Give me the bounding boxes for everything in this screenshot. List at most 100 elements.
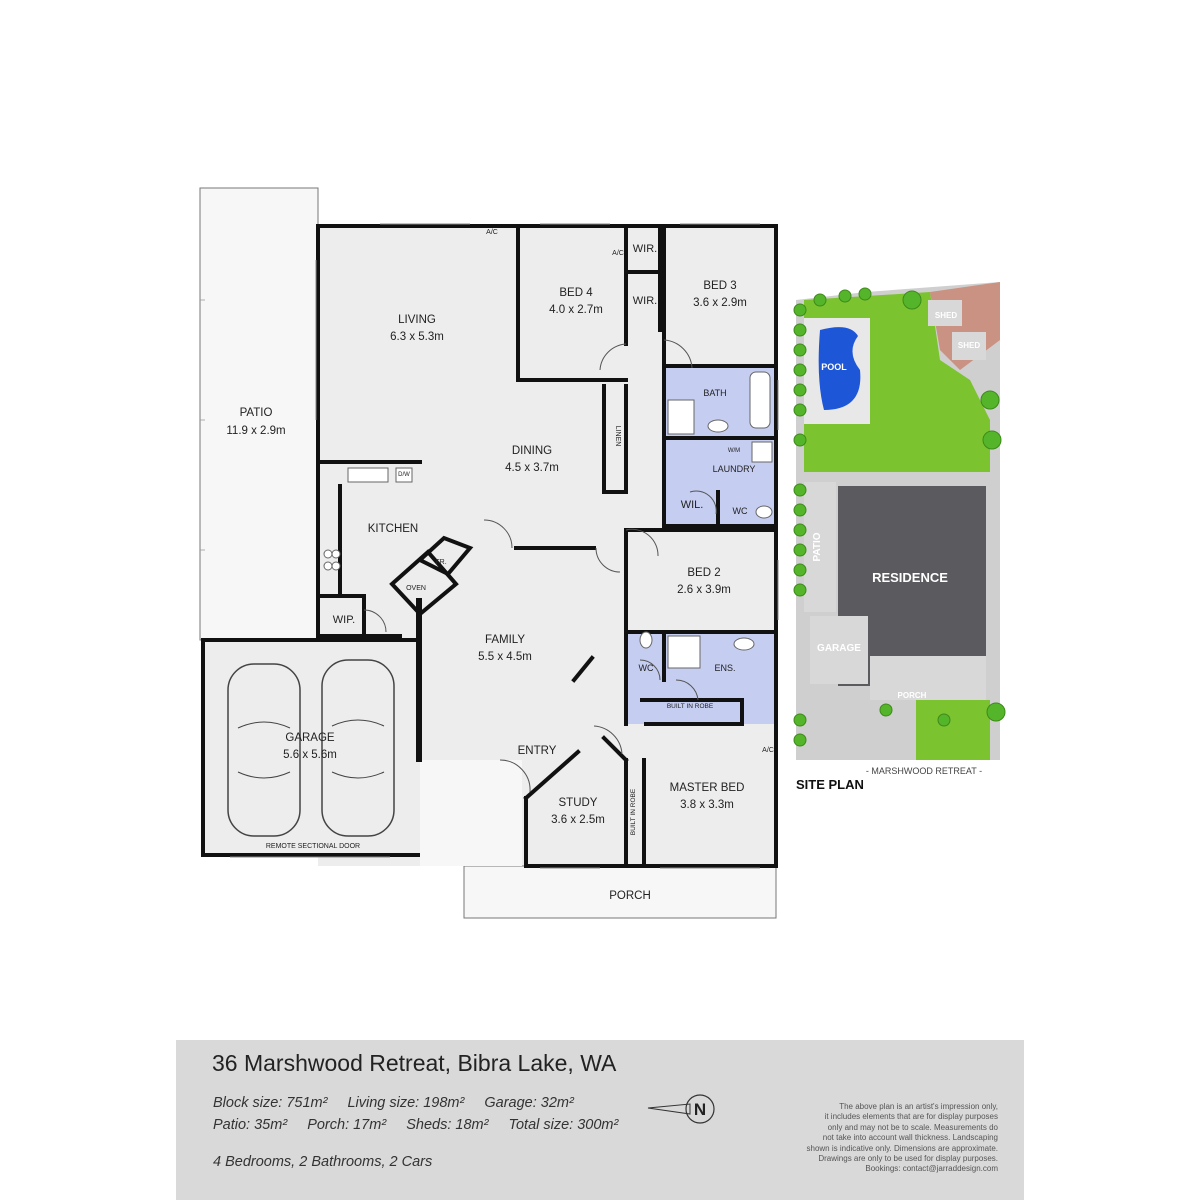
stats-row-1: Block size: 751m² Living size: 198m² Gar…: [213, 1092, 634, 1114]
bed3-door: [663, 339, 693, 369]
cooktop-3: [323, 561, 333, 571]
wil-label: WIL.: [681, 499, 704, 511]
dishwasher: [395, 467, 413, 483]
residence-label: RESIDENCE: [872, 570, 948, 585]
walls: [201, 224, 778, 868]
bed2-door: [625, 528, 659, 557]
garage-dims: 5.6 x 5.6m: [283, 749, 337, 761]
disclaimer-line: not take into account wall thickness. La…: [822, 1133, 998, 1143]
stat-garage: Garage: 32m²: [484, 1095, 574, 1111]
sink: [347, 467, 389, 483]
linen-wall: [602, 384, 628, 494]
garage-floor: [203, 640, 418, 855]
patio-dims: 11.9 x 2.9m: [226, 425, 285, 437]
shower-bath: [667, 399, 695, 435]
bed2-name: BED 2: [687, 567, 720, 579]
ens-door: [675, 679, 699, 701]
windows: [230, 223, 779, 869]
stat-porch: Porch: 17m²: [307, 1117, 387, 1133]
wc-laundry: [755, 505, 773, 519]
patio-name: PATIO: [240, 407, 273, 419]
bathtub: [749, 371, 771, 429]
cooktop-4: [331, 561, 341, 571]
porch-name: PORCH: [609, 890, 651, 902]
wm-label: W/M: [728, 448, 740, 454]
built-in-robe-label: BUILT IN ROBE: [667, 703, 714, 710]
stat-living-size: Living size: 198m²: [347, 1095, 465, 1111]
master-dims: 3.8 x 3.3m: [680, 799, 734, 811]
study-name: STUDY: [559, 797, 598, 809]
laundry-label: LAUNDRY: [713, 464, 756, 474]
stat-patio: Patio: 35m²: [213, 1117, 288, 1133]
floor-plan: PATIO 11.9 x 2.9m LIVING 6.3 x 5.3m BED …: [199, 187, 1006, 919]
wil-door: [689, 490, 717, 515]
pool-shape: [818, 327, 861, 410]
car-left-icon: [227, 663, 301, 837]
study-dims: 3.6 x 2.5m: [551, 814, 605, 826]
porch-floor: [463, 865, 777, 919]
patio-floor: [199, 187, 319, 641]
stats: Block size: 751m² Living size: 198m² Gar…: [213, 1092, 634, 1136]
side-patio: [804, 482, 836, 612]
cooktop-2: [331, 549, 341, 559]
dw-label: D/W: [398, 472, 410, 478]
entry-porch-floor: [420, 760, 522, 866]
living-dims: 6.3 x 5.3m: [390, 331, 444, 343]
study-door: [593, 725, 623, 755]
dining-name: DINING: [512, 445, 552, 457]
shower-ens: [667, 635, 701, 669]
site-garage-label: GARAGE: [817, 643, 861, 654]
fridge-box: [416, 535, 474, 577]
compass-letter: N: [694, 1100, 706, 1119]
family-angle-wall: [571, 655, 595, 683]
disclaimer-line: Drawings are only to be used for display…: [818, 1154, 998, 1164]
wir-bottom: WIR.: [633, 295, 657, 307]
info-panel: 36 Marshwood Retreat, Bibra Lake, WA Blo…: [176, 1040, 1024, 1200]
site-patio-label: PATIO: [812, 532, 823, 561]
stat-total-size: Total size: 300m²: [508, 1117, 619, 1133]
site-plan: SHED SHED POOL RESIDENCE PATIO GARAGE PO…: [793, 282, 1006, 792]
shed-b-label: SHED: [958, 341, 980, 350]
ac-label-bed4: A/C: [612, 250, 624, 257]
built-in-robe-vertical-label: BUILT IN ROBE: [630, 788, 637, 835]
family-dims: 5.5 x 4.5m: [478, 651, 532, 663]
fr-label: FR.: [435, 559, 446, 566]
wc-ens: [639, 631, 653, 649]
doors: [363, 339, 717, 793]
patio-hatch: [200, 299, 205, 551]
pool-label: POOL: [821, 362, 847, 372]
bed2-dims: 2.6 x 3.9m: [677, 584, 731, 596]
cars: [227, 659, 395, 837]
dining-door: [595, 547, 621, 573]
basin-ens: [733, 637, 755, 651]
master-name: MASTER BED: [670, 782, 745, 794]
study-east-wall: [601, 735, 629, 763]
wip-label: WIP.: [333, 614, 355, 626]
bed4-name: BED 4: [559, 287, 593, 299]
living-name: LIVING: [398, 314, 436, 326]
kitchen-name: KITCHEN: [368, 523, 418, 535]
site-porch: [870, 656, 986, 700]
cooktop-1: [323, 549, 333, 559]
bed4-dims: 4.0 x 2.7m: [549, 304, 603, 316]
basin-bath: [707, 419, 729, 433]
remote-door-label: REMOTE SECTIONAL DOOR: [266, 843, 360, 850]
disclaimer-line: The above plan is an artist's impression…: [839, 1102, 998, 1111]
north-arrow-icon: N: [647, 1094, 715, 1124]
stat-block-size: Block size: 751m²: [213, 1095, 328, 1111]
site-plan-title: SITE PLAN: [796, 777, 864, 792]
ens-label: ENS.: [714, 663, 735, 673]
bed3-name: BED 3: [703, 280, 736, 292]
site-trees: [793, 287, 1006, 747]
wc-door: [639, 659, 661, 681]
ac-label-north: A/C: [486, 229, 498, 236]
linen-label: LINEN: [614, 426, 621, 447]
wip-wall: [316, 594, 402, 638]
laundry-trough: [751, 441, 773, 463]
site-porch-label: PORCH: [898, 691, 927, 700]
bath-label: BATH: [703, 388, 726, 398]
small-labels: A/C A/C A/C WIR. WIR. BATH LINEN LAUNDRY…: [266, 229, 774, 850]
oven-box: [389, 549, 459, 617]
disclaimer-line: shown is indicative only. Dimensions are…: [806, 1143, 999, 1153]
wc-laundry-label: WC: [733, 506, 748, 516]
